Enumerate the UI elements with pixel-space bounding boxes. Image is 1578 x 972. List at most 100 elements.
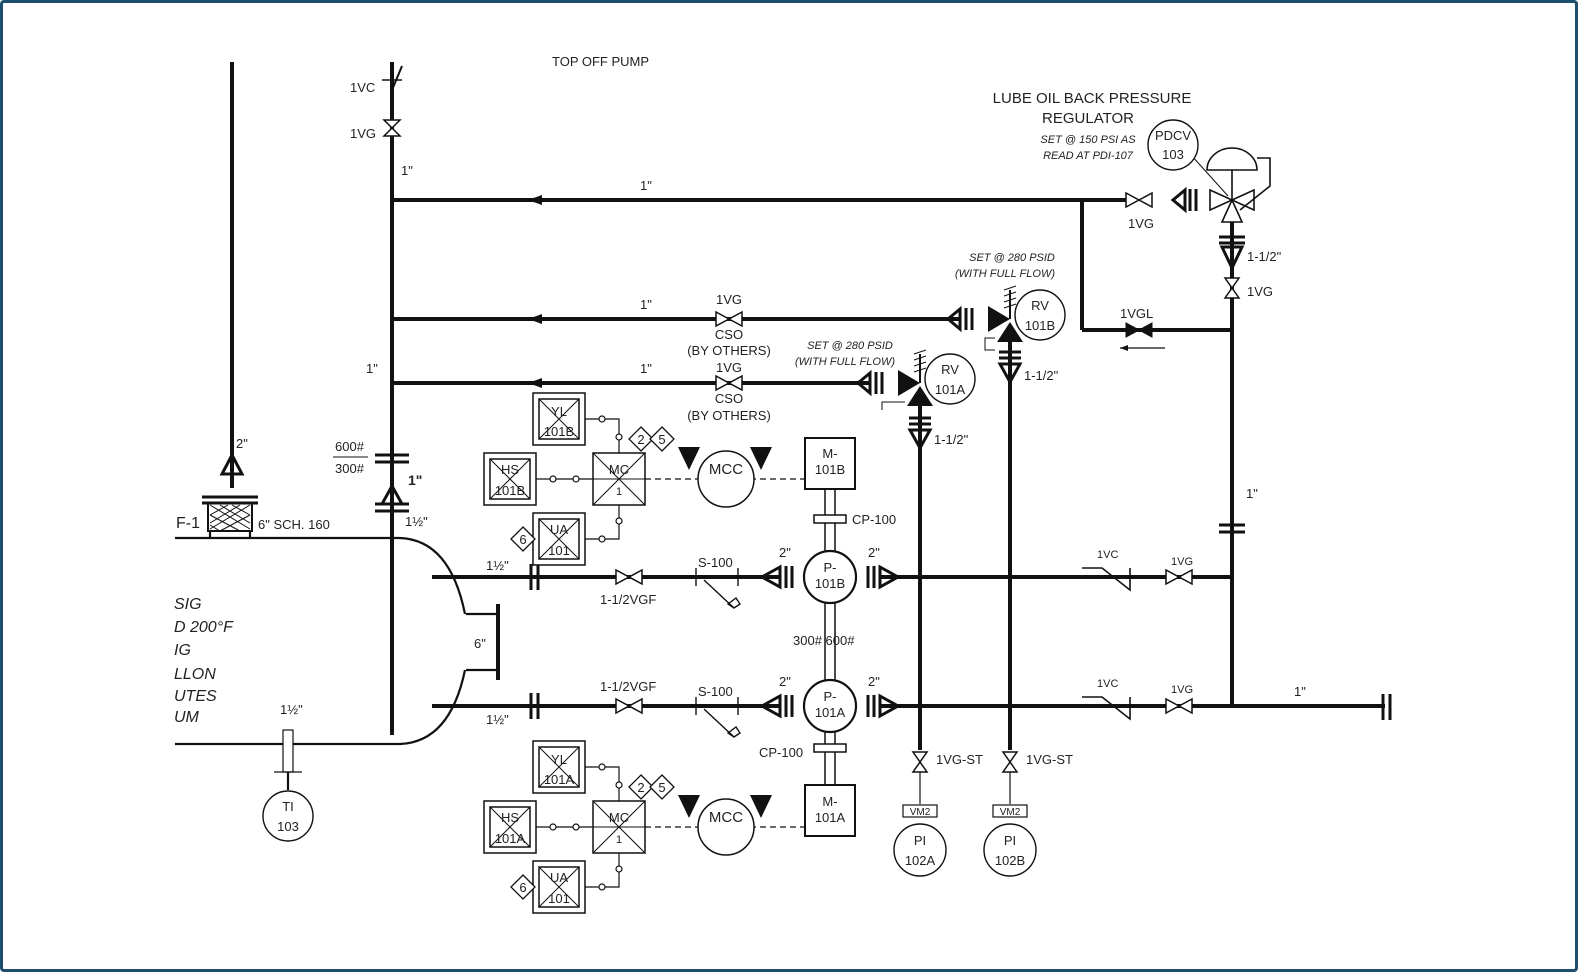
left-note-4: LLON bbox=[174, 666, 216, 683]
pump-shafts bbox=[813, 489, 847, 785]
size-left: 1" bbox=[366, 361, 378, 376]
size-top: 1" bbox=[640, 178, 652, 193]
flange-rating-hi: 600# bbox=[335, 439, 365, 454]
label-by-others-b: (BY OTHERS) bbox=[687, 343, 771, 358]
label-1vg-cso-a: 1VG bbox=[716, 360, 742, 375]
valve-1vg-cso-b bbox=[715, 310, 743, 328]
pi-a-l2: 102A bbox=[905, 853, 936, 868]
hs-a-l1: HS bbox=[501, 810, 519, 825]
reducer-flanges bbox=[784, 189, 1198, 717]
vm2-b: VM2 bbox=[1000, 807, 1021, 818]
diamond-2-a: 2 bbox=[637, 780, 644, 795]
diamond-2-b: 2 bbox=[637, 432, 644, 447]
pdcv-tag-2: 103 bbox=[1162, 147, 1184, 162]
regulator-body bbox=[1172, 134, 1271, 223]
left-note-1: SIG bbox=[174, 596, 202, 613]
coupling-b: CP-100 bbox=[852, 512, 896, 527]
nozzle-strainer bbox=[202, 495, 258, 532]
left-note-3: IG bbox=[174, 642, 191, 659]
signal-lines bbox=[645, 478, 805, 828]
rv-b-tag-1: RV bbox=[1031, 298, 1049, 313]
connectors bbox=[536, 415, 623, 891]
yl-b-l1: YL bbox=[551, 404, 567, 419]
pdcv-tag-1: PDCV bbox=[1155, 128, 1191, 143]
motor-a-l1: M- bbox=[822, 794, 837, 809]
motor-b-l1: M- bbox=[822, 446, 837, 461]
check-valves bbox=[382, 65, 1131, 721]
ti-l1: TI bbox=[282, 799, 294, 814]
ua-b-l1: UA bbox=[550, 522, 568, 537]
pumps bbox=[802, 549, 858, 734]
label-suction-a: 1-1/2VGF bbox=[600, 679, 656, 694]
label-cso-a: CSO bbox=[715, 391, 743, 406]
hs-b-l1: HS bbox=[501, 462, 519, 477]
label-1vg-reg: 1VG bbox=[1128, 216, 1154, 231]
size-mid: 1" bbox=[640, 361, 652, 376]
size-reg-out: 1-1/2" bbox=[1247, 249, 1282, 264]
label-1vg-top: 1VG bbox=[350, 126, 376, 141]
label-1vgl: 1VGL bbox=[1120, 306, 1153, 321]
label-check-a: 1VC bbox=[1097, 678, 1118, 690]
rv-a-tag-2: 101A bbox=[935, 382, 966, 397]
size-p-b-disch: 2" bbox=[868, 545, 880, 560]
valve-gate-b bbox=[1165, 568, 1193, 586]
label-sch: 6" SCH. 160 bbox=[258, 517, 330, 532]
ua-a-l1: UA bbox=[550, 870, 568, 885]
size-ti: 1½" bbox=[280, 702, 303, 717]
diamond-5-a: 5 bbox=[658, 780, 665, 795]
size-inlet-b: 1½" bbox=[486, 558, 509, 573]
size-vert-lower: 1½" bbox=[405, 514, 428, 529]
gate-valves bbox=[382, 119, 1241, 773]
label-gate-b: 1VG bbox=[1171, 556, 1193, 568]
mc-b-l1: MC bbox=[609, 462, 629, 477]
left-note-2: D 200°F bbox=[174, 619, 234, 636]
label-by-others-a: (BY OTHERS) bbox=[687, 408, 771, 423]
flow-arrows bbox=[528, 195, 542, 388]
mc-a-l1: MC bbox=[609, 810, 629, 825]
label-check-b: 1VC bbox=[1097, 549, 1118, 561]
relief-valve-b-body bbox=[984, 285, 1023, 351]
rv-a-tag-1: RV bbox=[941, 362, 959, 377]
hs-a-l2: 101A bbox=[495, 831, 526, 846]
rv-a-outlet: 1-1/2" bbox=[934, 432, 969, 447]
regulator-title-2: REGULATOR bbox=[1042, 110, 1134, 127]
label-1vc-top: 1VC bbox=[350, 80, 375, 95]
ua-b-l2: 101 bbox=[548, 543, 570, 558]
valve-1vg-cso-a bbox=[715, 374, 743, 392]
label-strainer-b: S-100 bbox=[698, 555, 733, 570]
size-riser: 2" bbox=[236, 436, 248, 451]
yl-a-l1: YL bbox=[551, 752, 567, 767]
vm2-a: VM2 bbox=[910, 807, 931, 818]
label-drain-b: 1VG-ST bbox=[1026, 752, 1073, 767]
hs-b-l2: 101B bbox=[495, 483, 525, 498]
valve-drain-a bbox=[911, 751, 929, 773]
label-suction-b: 1-1/2VGF bbox=[600, 592, 656, 607]
pi-b-l2: 102B bbox=[995, 853, 1025, 868]
pi-b-l1: PI bbox=[1004, 833, 1016, 848]
diamond-6-a: 6 bbox=[519, 880, 526, 895]
motors bbox=[804, 437, 856, 837]
yl-a-l2: 101A bbox=[544, 772, 575, 787]
label-cso-b: CSO bbox=[715, 327, 743, 342]
mcc-markers bbox=[678, 447, 772, 818]
diamonds bbox=[510, 426, 675, 900]
valve-1vg-reg bbox=[1125, 191, 1153, 209]
rv-b-note-1: SET @ 280 PSID bbox=[969, 252, 1055, 264]
left-notes: SIG D 200°F IG LLON UTES UM bbox=[174, 596, 234, 726]
size-right: 1" bbox=[1246, 486, 1258, 501]
strainers bbox=[695, 568, 741, 738]
coupling-a: CP-100 bbox=[759, 745, 803, 760]
size-p-b-suct: 2" bbox=[779, 545, 791, 560]
motor-b-l2: 101B bbox=[815, 462, 845, 477]
regulator-title-1: LUBE OIL BACK PRESSURE bbox=[993, 90, 1192, 107]
top-partial-label: TOP OFF PUMP bbox=[552, 54, 649, 69]
rv-a-note-1: SET @ 280 PSID bbox=[807, 340, 893, 352]
label-1vg-cso-b: 1VG bbox=[716, 292, 742, 307]
mcc-a: MCC bbox=[709, 809, 743, 826]
reducers bbox=[219, 186, 1245, 719]
size-one-inch-bold: 1" bbox=[408, 472, 422, 488]
pump-b-l1: P- bbox=[824, 560, 837, 575]
motor-a-l2: 101A bbox=[815, 810, 846, 825]
